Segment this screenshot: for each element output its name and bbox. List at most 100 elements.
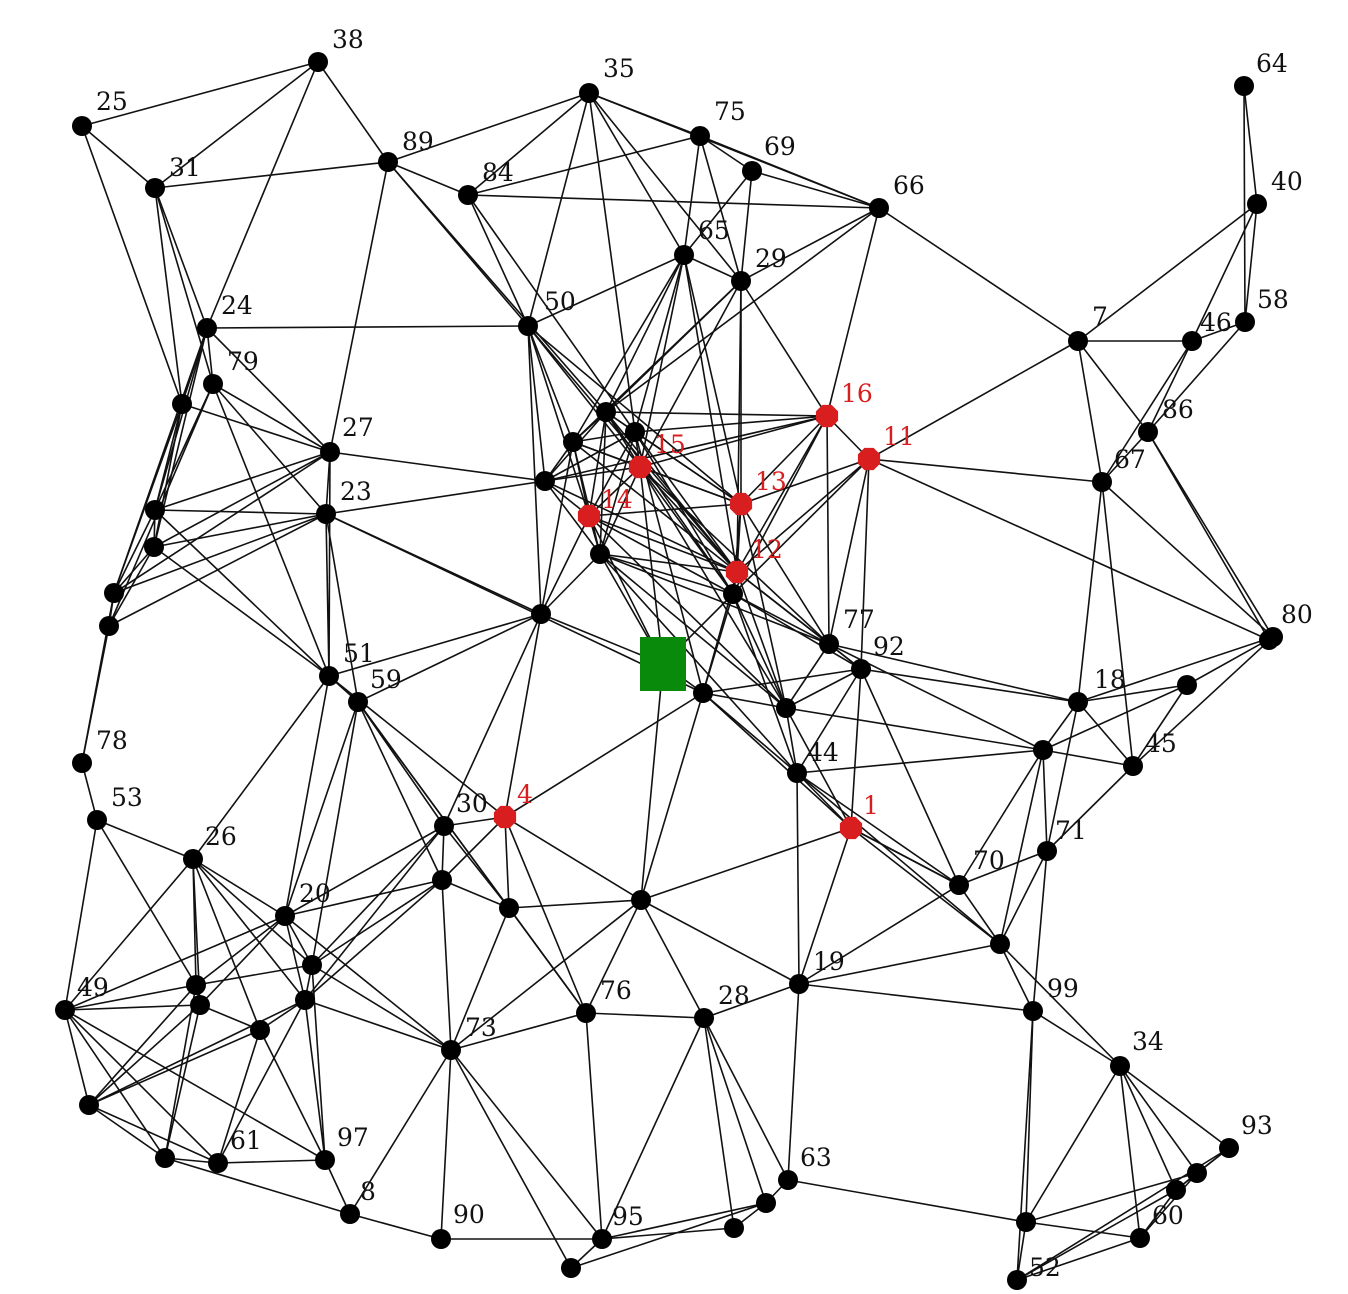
graph-node-78 bbox=[72, 753, 92, 773]
edge-n_y-8 bbox=[164, 1157, 351, 1215]
node-label-18: 18 bbox=[1094, 665, 1126, 694]
graph-node-n_r bbox=[432, 870, 452, 890]
edge-92-44 bbox=[796, 668, 862, 774]
edge-86-80 bbox=[1147, 431, 1274, 638]
node-label-29: 29 bbox=[755, 244, 787, 273]
edge-11-77 bbox=[828, 458, 870, 645]
edge-n_h-n_j bbox=[599, 411, 607, 555]
graph-node-65 bbox=[674, 245, 694, 265]
graph-node-n_q bbox=[990, 934, 1010, 954]
edge-34-60 bbox=[1119, 1065, 1141, 1239]
edge-77-n_n bbox=[785, 643, 830, 709]
edge-44-19 bbox=[796, 772, 800, 985]
graph-node-n_c bbox=[144, 537, 164, 557]
node-label-92: 92 bbox=[873, 632, 905, 661]
edge-34-n_ad bbox=[1119, 1065, 1177, 1191]
edge-n_ac-n_ae bbox=[1025, 1172, 1198, 1223]
edge-28-76 bbox=[585, 1012, 705, 1019]
edge-86-67 bbox=[1101, 431, 1149, 483]
graph-node-66 bbox=[869, 198, 889, 218]
node-label-38: 38 bbox=[332, 25, 364, 54]
edge-92-1 bbox=[850, 668, 862, 829]
graph-node-n_ab bbox=[756, 1193, 776, 1213]
graph-node-n_x bbox=[79, 1095, 99, 1115]
edge-23-n_b bbox=[154, 509, 327, 515]
edge-n_a-27 bbox=[181, 403, 331, 453]
graph-node-20 bbox=[275, 906, 295, 926]
node-label-73: 73 bbox=[465, 1013, 497, 1042]
edge-n_j-44 bbox=[599, 553, 798, 774]
node-label-11: 11 bbox=[883, 422, 915, 451]
edge-12-n_n bbox=[736, 571, 787, 709]
edge-65-50 bbox=[527, 254, 685, 327]
graph-node-27 bbox=[320, 442, 340, 462]
edge-23-n_c bbox=[153, 513, 327, 548]
edge-66-29 bbox=[740, 207, 880, 282]
edge-30-n_u bbox=[311, 825, 445, 966]
edge-63-n_ac bbox=[787, 1179, 1027, 1223]
edge-n_j-n_n bbox=[599, 553, 787, 709]
graph-node-n_ac bbox=[1016, 1212, 1036, 1232]
node-label-77: 77 bbox=[843, 605, 875, 634]
node-label-1: 1 bbox=[863, 791, 879, 820]
highlight-node-1 bbox=[839, 816, 863, 840]
edge-53-49 bbox=[64, 819, 98, 1011]
edge-71-99 bbox=[1032, 850, 1048, 1012]
edge-29-16 bbox=[740, 280, 828, 417]
edge-1-70 bbox=[850, 827, 960, 886]
edge-n_u-n_v bbox=[195, 964, 313, 986]
edge-11-n_l bbox=[732, 458, 870, 595]
node-label-35: 35 bbox=[603, 54, 635, 83]
edge-n_u-73 bbox=[311, 964, 452, 1051]
edge-n_p-70 bbox=[958, 749, 1044, 886]
graph-node-86 bbox=[1138, 422, 1158, 442]
graph-node-97 bbox=[315, 1150, 335, 1170]
edge-70-n_q bbox=[958, 884, 1001, 945]
edge-49-n_y bbox=[64, 1009, 166, 1159]
edge-n_g-n_i bbox=[544, 431, 636, 482]
edge-26-n_w bbox=[192, 858, 306, 1001]
edge-31-24 bbox=[154, 187, 208, 329]
edge-95-n_ab bbox=[601, 1202, 767, 1240]
edge-n_n-1 bbox=[785, 707, 852, 829]
node-label-45: 45 bbox=[1145, 729, 1177, 758]
edge-n_ae-60 bbox=[1139, 1172, 1198, 1239]
edge-75-69 bbox=[699, 135, 753, 172]
edge-44-70 bbox=[796, 772, 960, 886]
graph-node-n_k bbox=[531, 604, 551, 624]
edge-73-8 bbox=[349, 1049, 452, 1215]
edge-n_z-n_ab bbox=[570, 1202, 767, 1269]
edge-50-15 bbox=[527, 325, 641, 468]
node-label-58: 58 bbox=[1257, 285, 1289, 314]
edge-16-12 bbox=[736, 415, 828, 573]
edge-75-29 bbox=[699, 135, 742, 282]
edge-49-61 bbox=[64, 1009, 219, 1164]
edge-n_k-59 bbox=[357, 613, 542, 703]
edge-n_h-16 bbox=[605, 411, 828, 417]
edge-51-20 bbox=[284, 675, 330, 917]
edge-n_f-n_k bbox=[540, 441, 574, 615]
edge-n_l-n_n bbox=[732, 593, 787, 709]
node-label-13: 13 bbox=[755, 467, 787, 496]
edge-25-31 bbox=[81, 125, 156, 189]
edge-n_b-51 bbox=[154, 509, 330, 677]
node-label-86: 86 bbox=[1162, 395, 1194, 424]
edge-14-n_n bbox=[588, 515, 787, 709]
edge-n_j-n_l bbox=[599, 553, 734, 595]
graph-node-n_a bbox=[172, 394, 192, 414]
graph-node-n_aa bbox=[724, 1218, 744, 1238]
graph-node-84 bbox=[458, 185, 478, 205]
edge-n_x-n_y bbox=[88, 1104, 166, 1159]
edge-n_ah-97 bbox=[259, 1029, 326, 1161]
edge-n_ag-n_ah bbox=[199, 1004, 261, 1031]
edge-95-n_aa bbox=[601, 1227, 735, 1240]
edge-64-58 bbox=[1243, 85, 1246, 323]
node-label-4: 4 bbox=[517, 780, 533, 809]
edge-n_k-51 bbox=[328, 613, 542, 677]
node-label-69: 69 bbox=[764, 132, 796, 161]
edge-59-n_u bbox=[311, 701, 359, 966]
edge-73-n_z bbox=[450, 1049, 572, 1269]
edge-58-86 bbox=[1147, 321, 1246, 433]
edge-15-12 bbox=[639, 466, 738, 573]
